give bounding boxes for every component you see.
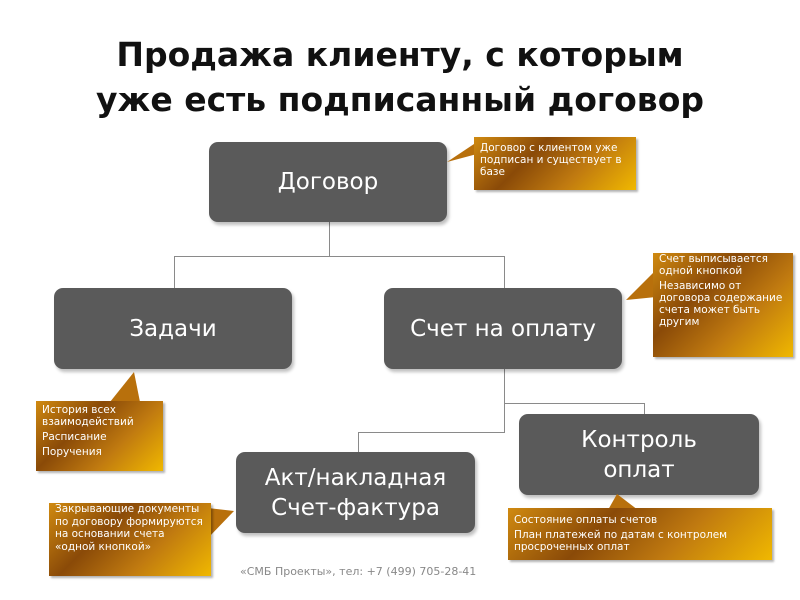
callout-pointer — [626, 270, 656, 300]
contract-label: Договор — [277, 169, 379, 195]
callout-pointer — [110, 372, 140, 402]
callout-text: План платежей по датам с контролем проср… — [514, 529, 728, 553]
slide-title-line1: Продажа клиенту, с которым — [116, 35, 684, 74]
invoice-box: Счет на оплату — [384, 288, 622, 369]
slide-title-line2: уже есть подписанный договор — [96, 80, 704, 119]
tasks-label: Задачи — [129, 315, 217, 342]
callout-text: Состояние оплаты счетов — [514, 514, 658, 526]
control-box: Контроль оплат — [519, 414, 759, 495]
invoice-label: Счет на оплату — [410, 315, 596, 342]
tasks-box: Задачи — [54, 288, 292, 369]
callout-text: История всех взаимодействий — [42, 404, 134, 428]
footer-contact: «СМБ Проекты», тел: +7 (499) 705-28-41 — [240, 565, 477, 578]
connector — [644, 403, 645, 414]
control-label-line1: Контроль — [581, 426, 697, 453]
callout-text: Поручения — [42, 446, 102, 458]
connector — [174, 256, 175, 288]
act-callout: Закрывающие документы по договору формир… — [49, 503, 211, 576]
callout-text: Расписание — [42, 431, 107, 443]
connector — [504, 256, 505, 288]
control-label-line2: оплат — [603, 456, 675, 483]
callout-text: Счет выписывается одной кнопкой — [659, 253, 768, 277]
act-label-line2: Счет-фактура — [271, 494, 440, 521]
callout-pointer — [208, 508, 234, 538]
connector — [358, 432, 505, 433]
contract-callout: Договор с клиентом уже подписан и сущест… — [474, 137, 636, 190]
connector — [174, 256, 505, 257]
callout-pointer — [447, 142, 477, 162]
callout-text: Независимо от договора содержание счета … — [659, 280, 783, 328]
connector — [504, 369, 505, 433]
callout-text: Договор с клиентом уже подписан и сущест… — [480, 142, 622, 178]
callout-text: Закрывающие документы по договору формир… — [55, 503, 203, 553]
connector — [329, 222, 330, 256]
connector — [504, 403, 644, 404]
contract-box: Договор — [209, 142, 447, 222]
connector — [358, 432, 359, 452]
act-label-line1: Акт/накладная — [264, 464, 447, 491]
